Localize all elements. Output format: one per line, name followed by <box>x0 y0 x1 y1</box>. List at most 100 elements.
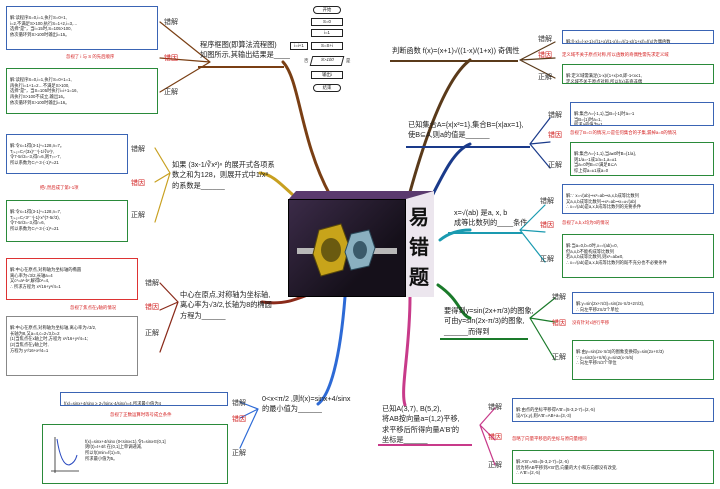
cause-text: 忽视了焦点在y轴的情况 <box>70 305 117 310</box>
label-wrong: 错解 <box>552 294 566 301</box>
topic-underline <box>448 232 522 234</box>
center-char-3: 题 <box>409 265 429 289</box>
right-solution-box: 解:中心在原点,对称轴为坐标轴,离心率为√3/2, 长轴为8,又a=4,c=2√… <box>6 316 138 376</box>
label-cause: 错因 <box>540 222 554 229</box>
label-right: 正解 <box>540 256 554 263</box>
label-cause: 错因 <box>131 180 145 187</box>
topic-underline <box>440 338 528 340</box>
label-cause: 错因 <box>548 132 562 139</box>
right-solution-box: 解:集合A={-1,1},当a≠0时B={1/a}, 则1/a=-1或1/a=1… <box>570 142 714 176</box>
right-solution-text: 解:由y=sin(2x-π/3)的图象变换得y=sin(2x+π/3) ∵ y=… <box>576 348 664 366</box>
flow-start: 开始 <box>313 6 341 14</box>
wrong-solution-box: 解:集合A={-1,1},当B={-1}时a=-1 当B={1}时a=1, 所求… <box>570 102 714 126</box>
cube-top-face <box>288 191 434 200</box>
label-wrong: 错解 <box>145 280 159 287</box>
label-cause: 错因 <box>145 304 159 311</box>
cause-text: 把r,然后成了第r-1项 <box>40 185 79 190</box>
cause-text: 忽视了 i 与 S 的先后顺序 <box>66 54 115 59</box>
label-wrong: 错解 <box>540 198 554 205</box>
right-solution-text: 解:定义域需满足(1-x)/(1+x)≥0,即-1<x≤1, 定义域不关于原点对… <box>566 72 643 84</box>
right-solution-box: 解:A'B'=AB=(5-3,2-7)=(2,-5) 因为将AB平移到A'B'后… <box>512 450 714 484</box>
wrong-solution-box: 解:f(-x)=(-x+1)√((1+x)/(1-x))=√((1-x)(1+x… <box>562 30 714 44</box>
cause-text: 定义域不关于原点对称,所以函数的奇偶性需先求定义域 <box>562 52 669 57</box>
cause-text: 忽视了B=∅的情况,∅是任何集合的子集,漏掉a=0的情况 <box>570 130 677 135</box>
right-solution-box: f(x)=sinx+4/sinx (0<sinx≤1),令t=sinx∈(0,1… <box>42 424 228 484</box>
label-wrong: 错解 <box>538 36 552 43</box>
label-wrong: 错解 <box>131 146 145 153</box>
label-right: 正解 <box>131 212 145 219</box>
label-cause: 错因 <box>164 55 178 62</box>
label-right: 正解 <box>538 74 552 81</box>
wrong-solution-text: 解:y=sin(2x+π/3)=sin(2x-π/3+2π/3), ∴ 向左平移… <box>576 300 645 312</box>
label-wrong: 错解 <box>164 19 178 26</box>
label-right: 正解 <box>164 89 178 96</box>
wrong-solution-text: 解:中心在原点,对称轴为坐标轴的椭圆 离心率为√3/2,长轴a=4 又c²=a²… <box>10 266 82 290</box>
wrong-solution-box: 解:读程序S=0,i=1,执行S=0+1, i=2,不满足S>100,执行S=1… <box>6 6 158 50</box>
center-char-1: 易 <box>409 205 429 229</box>
wrong-solution-box: 解:y=sin(2x+π/3)=sin(2x-π/3+2π/3), ∴ 向左平移… <box>572 292 714 314</box>
right-solution-text: 解:A'B'=AB=(5-3,2-7)=(2,-5) 因为将AB平移到A'B'后… <box>516 458 618 476</box>
center-topic-image: 易 错 题 <box>288 191 440 297</box>
wrong-solution-box: 解:由点的坐标平移得A'B'=(5-3,2-7)=(2,-5) 设A'(x,y)… <box>512 398 714 422</box>
wrong-solution-text: 解:读程序S=0,i=1,执行S=0+1, i=2,不满足S>100,执行S=1… <box>10 14 78 38</box>
topic-geometric: x=√(ab) 是a, x, b 成等比数列的____条件 <box>454 208 528 228</box>
flow-no: 否 <box>304 58 309 63</box>
right-solution-text: f(x)=sinx+4/sinx (0<sinx≤1),令t=sinx∈(0,1… <box>85 438 166 461</box>
label-wrong: 错解 <box>232 400 246 407</box>
right-solution-box: 解:定义域需满足(1-x)/(1+x)≥0,即-1<x≤1, 定义域不关于原点对… <box>562 64 714 84</box>
cause-text: 忽视了a,b,x均为0的情况 <box>562 220 610 225</box>
topic-sets: 已知集合A={x|x²=1},集合B={x|ax=1}, 使B⊆A,则a的值是_… <box>408 120 524 140</box>
flow-end: 结束 <box>313 84 341 92</box>
topic-underline <box>198 66 284 68</box>
cause-text: 忽视了正数运算时等号成立条件 <box>110 412 172 417</box>
wrong-solution-box: 解:令x=1得(3-1)ⁿ=128,n=7。 Tᵣ₊₁=C₇ʳ(3x)⁷⁻ʳ(-… <box>6 134 128 174</box>
topic-underline <box>406 146 530 148</box>
right-solution-box: 解:令x=1得(3-1)ⁿ=128,n=7, Tᵣ₊₁=C₇ʳ3⁷⁻ʳ(-1)ʳ… <box>6 200 128 242</box>
wrong-solution-text: 解:∵ x=√(ab)⇒x²=ab⇒a,x,b成等比数列 又a,x,b成等比数列… <box>566 192 642 210</box>
wrong-solution-box: 解:∵ x=√(ab)⇒x²=ab⇒a,x,b成等比数列 又a,x,b成等比数列… <box>562 184 714 214</box>
right-solution-text: 解:当a=0,b=0时,x=√(ab)=0, 但a,x,b不能构成等比数列 若a… <box>566 242 667 266</box>
label-wrong: 错解 <box>548 112 562 119</box>
label-right: 正解 <box>488 462 502 469</box>
flow-increment: i=i+1 <box>290 42 308 50</box>
topic-vector: 已知A(3,7), B(5,2), 将AB按向量a=(1,2)平移, 求平移后所… <box>382 404 460 445</box>
right-solution-text: 解:集合A={-1,1},当a≠0时B={1/a}, 则1/a=-1或1/a=1… <box>574 150 637 174</box>
cause-text: 忽略了向量平移后的坐标与原向量相同 <box>512 436 587 441</box>
wrong-solution-text: f(x)=sinx+4/sinx ≥ 2√(sinx·4/sinx)=4,所求最… <box>64 400 162 406</box>
label-right: 正解 <box>548 162 562 169</box>
topic-ellipse: 中心在原点,对称轴为坐标轴, 离心率为√3/2,长轴为8的椭圆 方程为_____… <box>180 290 272 320</box>
wrong-solution-text: 解:令x=1得(3-1)ⁿ=128,n=7。 Tᵣ₊₁=C₇ʳ(3x)⁷⁻ʳ(-… <box>10 142 65 166</box>
label-cause: 错因 <box>232 416 246 423</box>
flow-loop-a: i=1 <box>311 29 343 37</box>
topic-underline <box>378 444 472 446</box>
right-solution-text: 解:令x=1得(3-1)ⁿ=128,n=7, Tᵣ₊₁=C₇ʳ3⁷⁻ʳ(-1)ʳ… <box>10 208 62 232</box>
right-solution-box: 解:当a=0,b=0时,x=√(ab)=0, 但a,x,b不能构成等比数列 若a… <box>562 234 714 278</box>
label-right: 正解 <box>552 354 566 361</box>
cube-side-face <box>406 191 434 297</box>
right-solution-box: 解:由y=sin(2x-π/3)的图象变换得y=sin(2x+π/3) ∵ y=… <box>572 340 714 380</box>
topic-parity: 判断函数 f(x)=(x+1)√((1-x)/(1+x)) 奇偶性 <box>392 46 520 55</box>
flow-condition: S>100 <box>309 56 345 66</box>
topic-translation: 要得到y=sin(2x+π/3)的图象, 可由y=sin(2x-π/3)的图象,… <box>444 306 534 336</box>
function-graph-icon <box>51 437 79 473</box>
right-solution-text: 解:读程序S=0,i=1,执行S=0+1=1, 再执行i=1+1=2…不满足S>… <box>10 76 78 105</box>
topic-binomial: 如果 (3x-1/∛x²)ⁿ 的展开式各项系 数之和为128，则展开式中1/x³… <box>172 160 275 190</box>
right-solution-text: 解:中心在原点,对称轴为坐标轴,离心率为√3/2, 长轴为8,又a=4,c=2√… <box>10 324 97 353</box>
bolt-nut-illustration <box>297 223 397 277</box>
cause-text: 没有针对x进行平移 <box>572 320 610 325</box>
center-char-2: 错 <box>409 235 429 259</box>
label-cause: 错因 <box>488 434 502 441</box>
topic-flowchart: 程序框图(即算法流程图) 如图所示,其输出结果是____ <box>200 40 290 60</box>
right-solution-box: 解:读程序S=0,i=1,执行S=0+1=1, 再执行i=1+1=2…不满足S>… <box>6 68 158 114</box>
topic-underline <box>390 60 518 62</box>
wrong-solution-box: 解:中心在原点,对称轴为坐标轴的椭圆 离心率为√3/2,长轴a=4 又c²=a²… <box>6 258 138 300</box>
label-cause: 错因 <box>538 52 552 59</box>
label-right: 正解 <box>232 450 246 457</box>
label-right: 正解 <box>145 330 159 337</box>
flow-init: S=0 <box>311 18 343 26</box>
wrong-solution-text: 解:集合A={-1,1},当B={-1}时a=-1 当B={1}时a=1, 所求… <box>574 110 635 126</box>
wrong-solution-text: 解:f(-x)=(-x+1)√((1+x)/(1-x))=√((1-x)(1+x… <box>566 38 671 44</box>
wrong-solution-box: f(x)=sinx+4/sinx ≥ 2√(sinx·4/sinx)=4,所求最… <box>60 392 228 406</box>
flow-output: 输出i <box>311 71 343 79</box>
